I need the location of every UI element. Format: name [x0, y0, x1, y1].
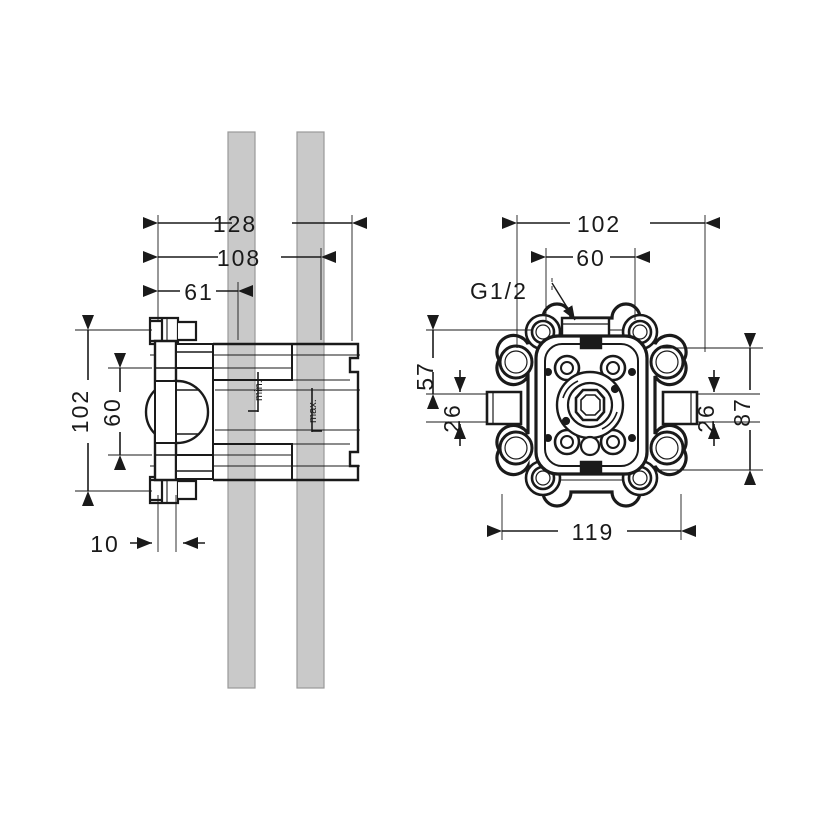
dim-f119-label: 119 — [572, 519, 615, 545]
thread-label-g12: G1/2 — [470, 278, 528, 304]
front-view-geometry — [485, 302, 699, 508]
front-view-dimensions — [426, 215, 763, 540]
dim-102-label: 102 — [67, 389, 93, 433]
side-view-geometry — [144, 316, 360, 505]
dim-f57-label: 57 — [412, 361, 438, 391]
dim-60-label: 60 — [99, 397, 125, 427]
wall-band-max — [296, 131, 325, 689]
dim-61-label: 61 — [184, 279, 214, 305]
max-label: max. — [307, 399, 319, 423]
side-view-dimensions — [75, 215, 367, 552]
dim-108-label: 108 — [217, 245, 261, 271]
dim-f26-left-label: 26 — [439, 403, 465, 433]
min-label: min. — [253, 380, 265, 401]
wall-band-group — [227, 131, 325, 689]
wall-band-min — [227, 131, 256, 689]
dim-f26-right-label: 26 — [693, 403, 719, 433]
dim-10-label: 10 — [90, 531, 120, 557]
dim-f102-label: 102 — [577, 211, 621, 237]
dim-f87-label: 87 — [729, 397, 755, 427]
dim-128-label: 128 — [213, 211, 257, 237]
dim-f60-label: 60 — [576, 245, 606, 271]
